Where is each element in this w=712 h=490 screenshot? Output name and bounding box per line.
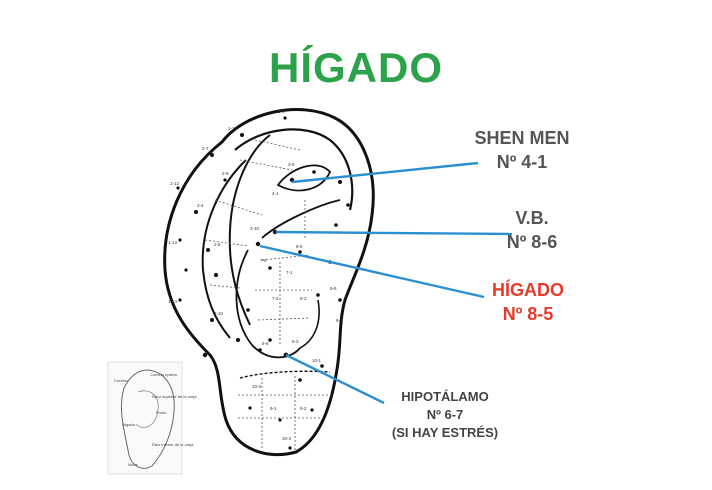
svg-text:10-2: 10-2 [252, 384, 262, 389]
label-hipotalamo: HIPOTÁLAMO Nº 6-7 (SI HAY ESTRÉS) [360, 388, 530, 442]
svg-text:2-10: 2-10 [214, 311, 224, 316]
inset-label: Hígado [122, 422, 136, 427]
svg-text:9-1: 9-1 [270, 406, 277, 411]
label-shen-men-name: SHEN MEN [474, 128, 570, 148]
svg-text:7-6: 7-6 [260, 258, 267, 263]
label-higado: HÍGADO Nº 8-5 [463, 278, 593, 326]
inset-label: Cerebro [114, 378, 129, 383]
label-shen-men: SHEN MEN Nº 4-1 [452, 126, 592, 174]
antihelix-inner [228, 134, 271, 326]
svg-text:8-2: 8-2 [300, 296, 307, 301]
pointer-higado [259, 244, 485, 299]
svg-text:3-6: 3-6 [288, 162, 295, 167]
svg-text:7-1: 7-1 [286, 270, 293, 275]
svg-text:6-6: 6-6 [262, 341, 269, 346]
svg-text:1-13: 1-13 [168, 240, 178, 245]
ear-point-labels: 1-15 1-8 2-7 2-9 1-12 2-4 1-13 2-8 1-14 … [168, 109, 343, 441]
svg-text:2-8: 2-8 [214, 242, 221, 247]
label-vb-code: Nº 8-6 [506, 232, 558, 252]
svg-text:10-3: 10-3 [282, 436, 292, 441]
label-hipotalamo-note: (SI HAY ESTRÉS) [391, 425, 499, 440]
antihelix-outer [201, 159, 247, 339]
page-title: HÍGADO [269, 44, 443, 91]
tragus [299, 299, 320, 349]
svg-text:9-7: 9-7 [336, 318, 343, 323]
ear-outline [163, 108, 375, 457]
label-hipotalamo-code: Nº 6-7 [426, 407, 464, 422]
label-hipotalamo-name: HIPOTÁLAMO [401, 389, 489, 404]
ear-points [176, 116, 350, 450]
svg-text:2-9: 2-9 [222, 171, 229, 176]
pointer-vb [275, 230, 513, 236]
label-vb-name: V.B. [515, 208, 549, 228]
svg-text:1-12: 1-12 [170, 181, 180, 186]
svg-text:6-3: 6-3 [292, 339, 299, 344]
svg-text:8-6: 8-6 [296, 244, 303, 249]
inset-diagram: Cerebro Concha cymba Ravz superior de la… [107, 361, 197, 475]
svg-text:7-2: 7-2 [272, 296, 279, 301]
label-higado-code: Nº 8-5 [502, 304, 554, 324]
svg-text:10-1: 10-1 [312, 358, 322, 363]
pointer-shen-men [291, 161, 479, 184]
concha-upper [276, 164, 332, 192]
inset-label: Ravz superior de la oreja [152, 394, 197, 399]
lobule-line [239, 370, 331, 379]
svg-text:3-10: 3-10 [250, 226, 260, 231]
pointer-hipotalamo [285, 353, 385, 405]
inset-label: Nuca [128, 462, 138, 467]
svg-text:1-8: 1-8 [278, 109, 285, 114]
svg-text:9-5: 9-5 [330, 286, 337, 291]
label-shen-men-code: Nº 4-1 [496, 152, 548, 172]
svg-text:1-15: 1-15 [228, 126, 238, 131]
svg-text:2-4: 2-4 [197, 203, 204, 208]
zone-lines [204, 139, 332, 450]
helix-line [234, 128, 354, 211]
inset-label: Concha cymba [150, 372, 177, 377]
label-higado-name: HÍGADO [492, 280, 564, 300]
svg-text:2-7: 2-7 [202, 146, 209, 151]
label-vb: V.B. Nº 8-6 [472, 206, 592, 254]
inset-label: Raíz inferior de la oreja [152, 442, 194, 447]
concha-ridge [261, 199, 341, 239]
pointer-lines [259, 161, 513, 405]
inset-label: Punto [156, 410, 167, 415]
svg-text:1-14: 1-14 [168, 299, 178, 304]
svg-text:4-1: 4-1 [272, 191, 279, 196]
svg-text:9-2: 9-2 [300, 406, 307, 411]
